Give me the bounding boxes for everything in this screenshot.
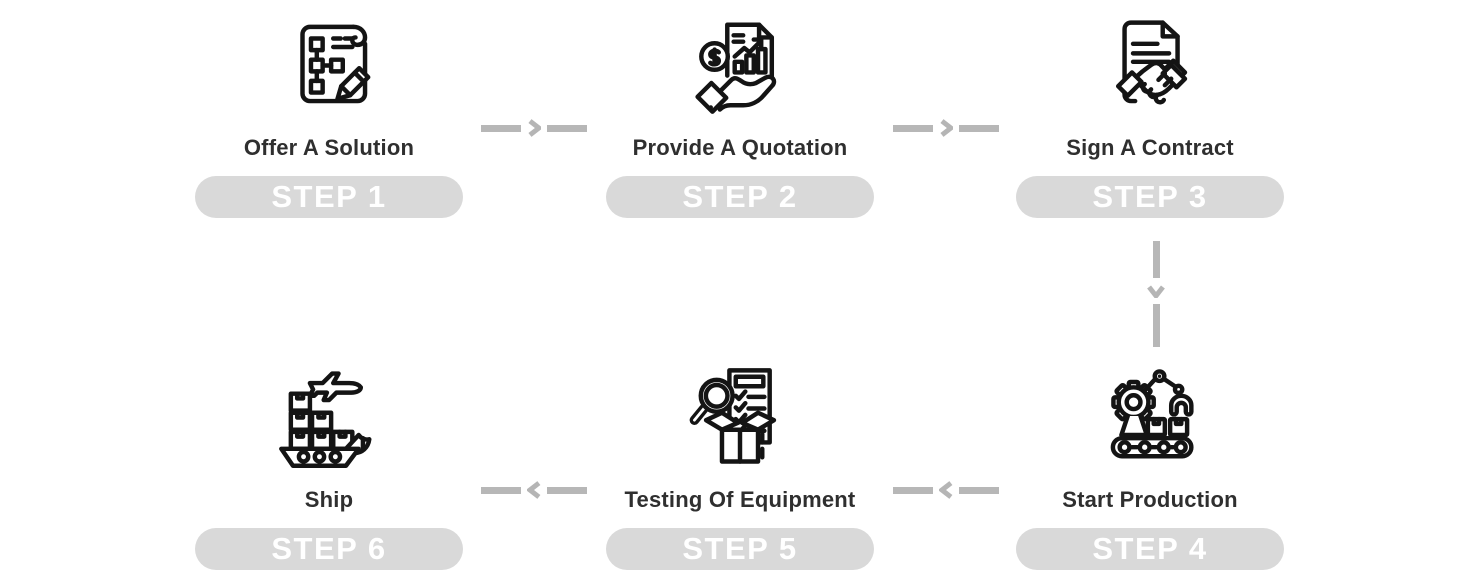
step-3-cell: Sign A Contract STEP 3 [1000,0,1300,235]
arrow-dash [893,124,933,132]
arrow-dash [1152,241,1160,278]
hand-money-chart-icon [685,10,795,120]
step-3-badge: STEP 3 [1016,176,1284,218]
arrow-dash [547,486,587,494]
step-1-label: Offer A Solution [243,135,415,160]
step-3-label: Sign A Contract [1066,135,1234,160]
contract-handshake-icon [1095,10,1205,120]
chevron-left-icon [938,481,952,499]
step-2-label: Provide A Quotation [632,135,848,160]
arrow-dash [959,124,999,132]
step-2-badge-text: STEP 2 [682,179,798,214]
step-6-label: Ship [304,487,354,512]
step-3-badge-text: STEP 3 [1092,179,1208,214]
magnifier-checklist-box-icon [685,362,795,472]
step-6-badge-text: STEP 6 [271,531,387,566]
robotic-arm-conveyor-icon [1095,362,1205,472]
step-1-cell: Offer A Solution STEP 1 [179,0,479,235]
arrow-dash [959,486,999,494]
connector-step5-step6 [481,470,587,510]
step-5-cell: Testing Of Equipment STEP 5 [590,352,890,585]
connector-step2-step3 [893,108,999,148]
step-1-badge: STEP 1 [195,176,463,218]
connector-step3-step4 [1140,241,1172,347]
step-4-cell: Start Production STEP 4 [1000,352,1300,585]
chevron-right-icon [940,119,954,137]
step-5-badge: STEP 5 [606,528,874,570]
connector-step4-step5 [893,470,999,510]
cargo-ship-airplane-icon [274,362,384,472]
arrow-dash [481,124,521,132]
step-1-badge-text: STEP 1 [271,179,387,214]
step-6-cell: Ship STEP 6 [179,352,479,585]
step-5-badge-text: STEP 5 [682,531,798,566]
chevron-left-icon [526,481,540,499]
step-2-badge: STEP 2 [606,176,874,218]
step-5-label: Testing Of Equipment [624,487,856,512]
flowchart-pencil-icon [274,10,384,120]
step-4-label: Start Production [1062,487,1238,512]
step-4-badge: STEP 4 [1016,528,1284,570]
arrow-dash [893,486,933,494]
arrow-dash [1152,304,1160,347]
chevron-down-icon [1147,285,1165,299]
step-2-cell: Provide A Quotation STEP 2 [590,0,890,235]
step-4-badge-text: STEP 4 [1092,531,1208,566]
chevron-right-icon [528,119,542,137]
arrow-dash [547,124,587,132]
arrow-dash [481,486,521,494]
step-6-badge: STEP 6 [195,528,463,570]
connector-step1-step2 [481,108,587,148]
